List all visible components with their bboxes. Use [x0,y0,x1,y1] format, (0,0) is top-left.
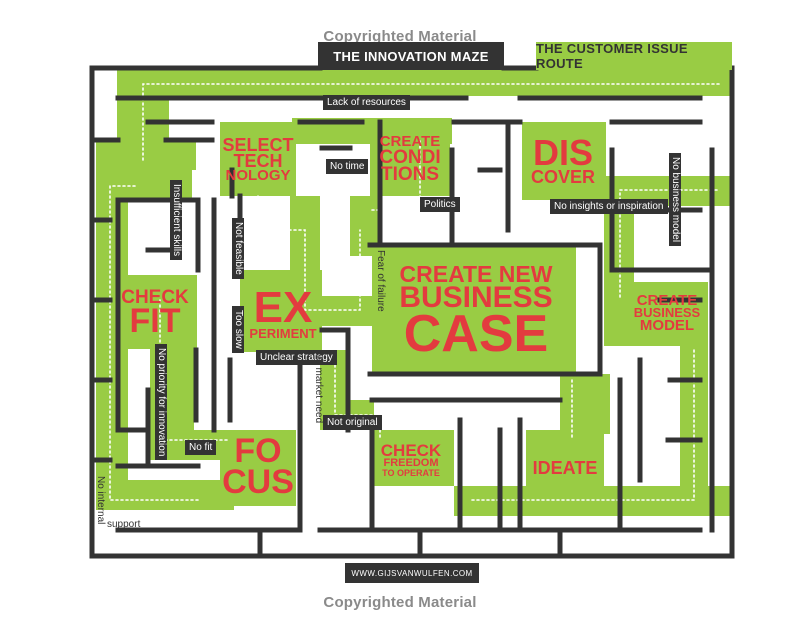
stage-text: CREATE [379,133,441,151]
maze-green-cell [117,275,197,349]
maze-green-cell [96,480,234,510]
stage-text: CUS [222,463,294,501]
obstacle-insufficient-skills: Insufficient skills [170,180,182,261]
obstacle-not-feasible: Not feasible [232,218,244,279]
stage-text: FREEDOM [383,456,439,469]
obstacle-unclear-strategy: Unclear strategy [256,350,337,365]
maze-green-cell [96,140,196,170]
maze-route-path [142,83,721,161]
obstacle-no-insights: No insights or inspiration [550,199,668,214]
copyright-top: Copyrighted Material [323,28,477,45]
obstacle-no-market-need: No market need [313,352,324,424]
maze-route-path [469,349,695,501]
maze-green-cell [240,270,322,352]
maze-walls [89,65,735,559]
innovation-maze-tab: THE INNOVATION MAZE [318,42,504,70]
maze-green-cell [370,122,450,196]
obstacle-no-business-model: No business model [669,153,681,247]
stage-text: FIT [129,302,181,341]
stage-text: NOLOGY [225,167,291,185]
maze-green-cell [320,296,380,326]
maze-green-cell [604,200,634,290]
stage-discover: DIS COVER [525,126,601,196]
obstacle-not-original: Not original [323,415,382,430]
obstacle-no-priority: No priority for innovation [155,344,167,461]
obstacle-lack-of-resources: Lack of resources [323,95,410,110]
obstacle-politics: Politics [420,197,460,212]
stage-text: TECH [233,151,283,172]
stage-check-freedom-to-operate: CHECK FREEDOM TO OPERATE [372,436,450,484]
stage-text: CHECK [380,441,442,461]
stage-text: BUSINESS [399,281,553,315]
stage-select-technology: SELECT TECH NOLOGY [221,124,295,196]
obstacle-too-slow: Too slow [232,306,244,353]
maze-green-cell [522,122,606,200]
stage-text: DIS [532,131,593,173]
maze-green-cell [520,70,732,96]
stage-ideate: IDEATE [528,454,602,482]
stage-create-new-business-case: CREATE NEW BUSINESS CASE [392,252,560,370]
stage-create-business-model: CREATE BUSINESS MODEL [630,285,704,341]
maze-green-cell [372,246,576,374]
stage-create-conditions: CREATE CONDI TIONS [372,124,448,194]
maze-route-path [371,139,421,211]
footer-url: WWW.GIJSVANWULFEN.COM [345,563,479,583]
obstacle-no-fit: No fit [185,440,217,455]
customer-issue-route-tab: THE CUSTOMER ISSUE ROUTE [536,41,732,71]
stage-text: COVER [530,167,595,188]
stage-text: TO OPERATE [382,467,440,478]
stage-focus: FO CUS [222,430,294,504]
stage-text: CONDI [379,146,441,168]
stage-text: CASE [403,305,549,364]
copyright-bottom: Copyrighted Material [323,594,477,611]
maze-route-path [109,185,201,501]
stage-text: CREATE [636,291,698,309]
stage-text: EX [253,283,313,333]
maze-green-cell [604,282,708,346]
obstacle-fear-of-failure: Fear of failure [375,250,386,312]
stage-experiment: EX PERIMENT [246,276,320,352]
stage-text: FO [234,432,282,471]
maze-route-path [257,195,361,311]
stage-text: IDEATE [532,457,598,478]
maze-green-cell [560,374,610,434]
stage-text: MODEL [639,316,695,334]
stage-text: CREATE NEW [399,260,553,287]
stage-check-fit: CHECK FIT [117,278,193,348]
stage-text: CHECK [121,287,189,309]
stage-text: BUSINESS [633,305,701,321]
obstacle-no-time: No time [326,159,369,174]
obstacle-support: support [107,519,141,530]
stage-text: SELECT [222,135,294,156]
maze-green-cell [370,430,454,486]
maze-green-cell [454,486,732,516]
stage-text: PERIMENT [249,325,317,341]
stage-text: TIONS [380,163,440,185]
